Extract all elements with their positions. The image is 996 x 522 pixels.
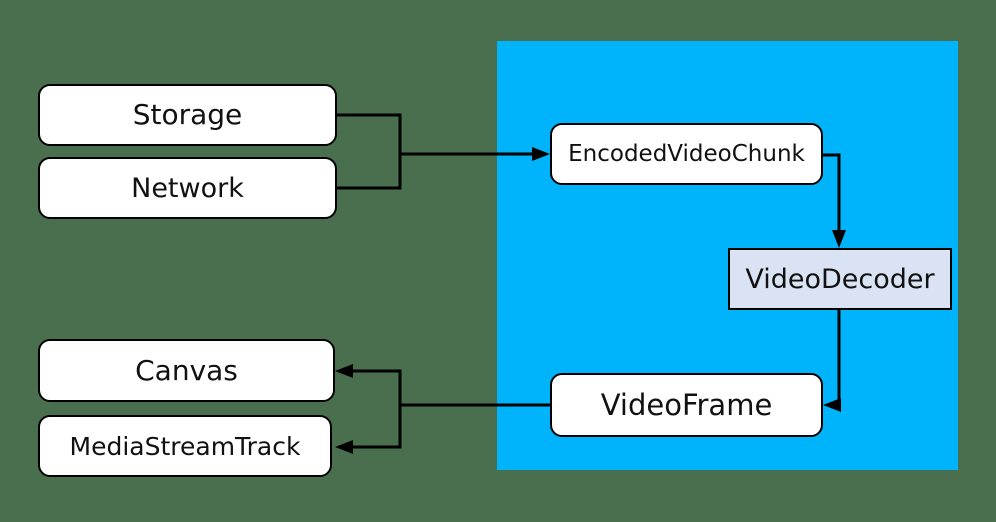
node-media-stream-track-label: MediaStreamTrack <box>69 431 301 461</box>
node-video-frame-label: VideoFrame <box>600 387 773 422</box>
node-canvas: Canvas <box>38 339 335 402</box>
node-video-decoder: VideoDecoder <box>728 248 952 310</box>
node-video-decoder-label: VideoDecoder <box>745 263 935 295</box>
node-network-label: Network <box>131 172 244 204</box>
node-network: Network <box>38 157 337 219</box>
node-canvas-label: Canvas <box>135 353 238 387</box>
node-video-frame: VideoFrame <box>550 373 823 437</box>
node-storage: Storage <box>38 84 337 146</box>
node-media-stream-track: MediaStreamTrack <box>38 415 332 477</box>
node-encoded-video-chunk: EncodedVideoChunk <box>550 123 823 185</box>
node-encoded-video-chunk-label: EncodedVideoChunk <box>568 140 805 167</box>
node-storage-label: Storage <box>132 98 243 131</box>
